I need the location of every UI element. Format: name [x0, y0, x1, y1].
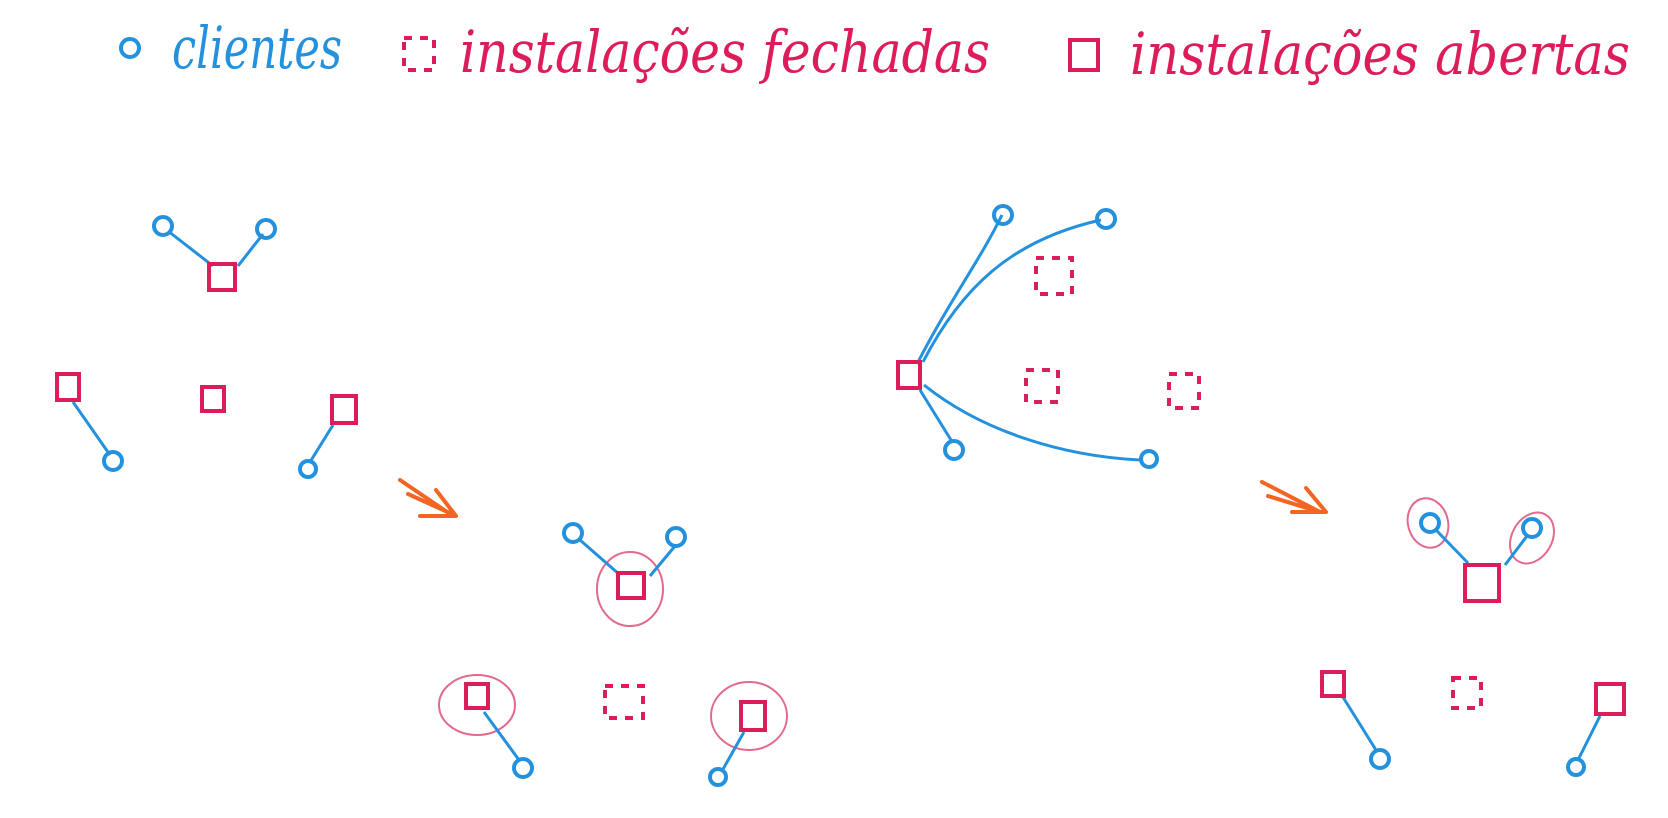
- client-node: [1419, 512, 1441, 534]
- panel-initial-right: [896, 204, 1201, 469]
- assignment-edge: [648, 545, 677, 577]
- client-node: [1095, 208, 1117, 230]
- open-facility: [330, 394, 358, 425]
- assignment-edge: [1576, 715, 1602, 761]
- highlight-circle: [1406, 497, 1450, 549]
- legend-client-label: clientes: [172, 14, 342, 82]
- client-node: [102, 450, 124, 472]
- legend: clientes instalações fechadas instalaçõe…: [119, 14, 1630, 88]
- assignment-edge: [915, 214, 1004, 365]
- legend-closed-marker: [402, 36, 436, 72]
- open-facility: [55, 372, 81, 402]
- open-facility: [200, 385, 226, 413]
- open-facility: [1463, 563, 1501, 603]
- client-node: [255, 218, 277, 240]
- assignment-edge: [921, 218, 1102, 363]
- client-node: [708, 767, 728, 787]
- closed-facility: [603, 684, 645, 720]
- legend-closed-label: instalações fechadas: [460, 18, 990, 86]
- assignment-edge: [1339, 693, 1378, 751]
- client-node: [152, 215, 174, 237]
- assignment-edge: [71, 401, 112, 456]
- open-facility: [896, 360, 922, 390]
- client-node: [1521, 517, 1543, 539]
- highlight-circle: [438, 674, 516, 736]
- assignment-edge: [482, 711, 521, 761]
- open-facility: [739, 700, 767, 732]
- transition-arrow: [398, 478, 458, 518]
- closed-facility: [1167, 372, 1201, 410]
- arrow-icon: [1260, 480, 1328, 514]
- open-facility: [1320, 670, 1346, 698]
- panel-result-right: [1320, 497, 1626, 777]
- open-facility: [616, 571, 646, 600]
- arrow-icon: [398, 478, 458, 518]
- assignment-edge: [308, 424, 335, 463]
- panel-result-left: [438, 522, 788, 787]
- legend-open-label: instalações abertas: [1130, 20, 1630, 88]
- assignment-edge: [923, 383, 1141, 462]
- highlight-circle: [596, 551, 664, 627]
- highlight-circle: [710, 681, 788, 751]
- assignment-edge: [579, 538, 621, 577]
- client-node: [298, 459, 318, 479]
- assignment-edge: [1434, 528, 1470, 565]
- legend-client-marker: [119, 37, 141, 59]
- assignment-edge: [236, 233, 265, 267]
- assignment-edge: [918, 389, 953, 441]
- open-facility: [1594, 682, 1626, 716]
- client-node: [1566, 757, 1586, 777]
- client-node: [665, 526, 687, 548]
- client-node: [943, 439, 965, 461]
- client-node: [992, 204, 1014, 226]
- client-node: [512, 757, 534, 779]
- open-facility: [207, 262, 237, 292]
- closed-facility: [1451, 676, 1483, 710]
- assignment-edge: [167, 229, 214, 268]
- assignment-edge: [720, 731, 746, 772]
- open-facility: [464, 682, 490, 710]
- assignment-edge: [1503, 535, 1529, 566]
- legend-open-marker: [1068, 38, 1100, 72]
- closed-facility: [1034, 256, 1074, 296]
- client-node: [1369, 748, 1391, 770]
- closed-facility: [1024, 368, 1060, 404]
- highlight-circle: [1509, 511, 1555, 565]
- panel-initial-left: [55, 215, 358, 479]
- client-node: [562, 522, 584, 544]
- transition-arrow: [1260, 480, 1328, 514]
- client-node: [1139, 449, 1159, 469]
